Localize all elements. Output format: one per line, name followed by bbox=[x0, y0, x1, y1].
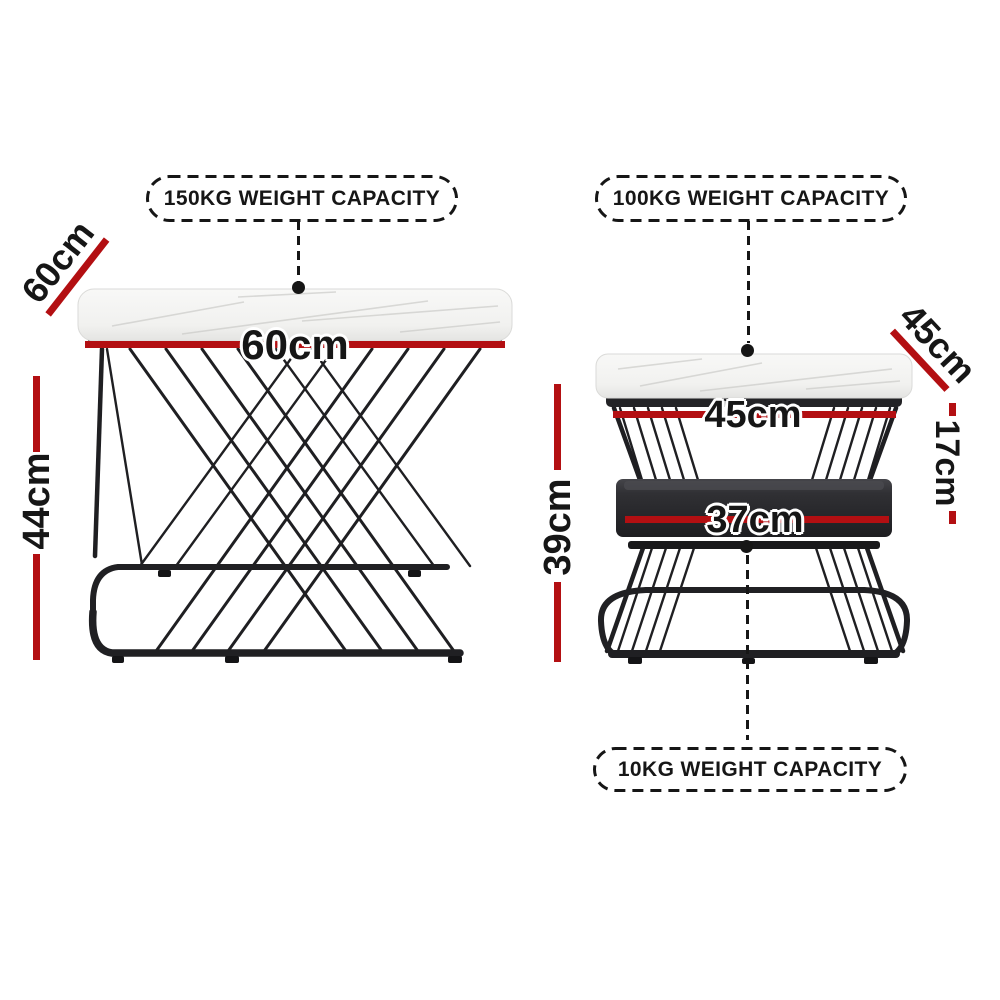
small-table-shelf-width-label: 37cm bbox=[706, 499, 804, 541]
small-table-connector-line bbox=[747, 221, 750, 343]
badge-dashed-border bbox=[593, 747, 907, 792]
badge-dashed-border bbox=[595, 175, 907, 222]
large-table-capacity-label: 150KG WEIGHT CAPACITY bbox=[163, 186, 441, 210]
large-table-front-rail bbox=[88, 608, 464, 657]
small-table-capacity-label: 100KG WEIGHT CAPACITY bbox=[612, 186, 890, 210]
large-table-wire-legs bbox=[128, 347, 482, 656]
badge-dashed-border bbox=[146, 175, 458, 222]
small-table-gap-label: 17cm bbox=[928, 419, 966, 507]
large-table-feet bbox=[112, 570, 462, 663]
small-table-shelf-width-line bbox=[625, 516, 889, 523]
large-table-height-line-top bbox=[33, 376, 40, 452]
small-table-shelf-capacity-badge: 10KG WEIGHT CAPACITY bbox=[593, 747, 907, 792]
large-table-connector-line bbox=[297, 221, 300, 283]
small-table-shelf-capacity-label: 10KG WEIGHT CAPACITY bbox=[617, 757, 883, 781]
large-table-height-label: 44cm bbox=[16, 452, 58, 550]
small-table-width-label: 45cm bbox=[704, 394, 802, 436]
small-table-right-corner bbox=[861, 587, 911, 657]
small-table-top bbox=[595, 353, 913, 407]
large-table-capacity-badge: 150KG WEIGHT CAPACITY bbox=[146, 175, 458, 222]
large-table-connector-dot bbox=[292, 281, 305, 294]
small-table-gap-tick-bottom bbox=[949, 511, 956, 524]
small-table-connector-dot bbox=[741, 344, 754, 357]
small-table-width-line bbox=[613, 411, 896, 418]
large-table-width-label: 60cm bbox=[241, 321, 349, 368]
small-table-height-line-bottom bbox=[554, 582, 561, 662]
small-table-feet bbox=[628, 657, 878, 664]
large-table-height-line-bottom bbox=[33, 554, 40, 660]
large-table-back-rail bbox=[90, 564, 450, 617]
large-table-side-leg bbox=[92, 346, 105, 559]
small-table-shelf-connector-dot bbox=[740, 540, 753, 553]
large-table-side-wire bbox=[105, 347, 144, 567]
small-table-gap-tick-top bbox=[949, 403, 956, 416]
small-table-left-corner bbox=[597, 587, 649, 657]
small-table-height-label: 39cm bbox=[537, 478, 579, 576]
small-table-upper-wires bbox=[611, 405, 899, 483]
small-table-shelf-connector-line bbox=[746, 555, 749, 740]
large-table-width-line bbox=[85, 341, 505, 348]
small-table-height-line-top bbox=[554, 384, 561, 470]
small-table-capacity-badge: 100KG WEIGHT CAPACITY bbox=[595, 175, 907, 222]
small-table-lower-wires bbox=[604, 545, 906, 654]
